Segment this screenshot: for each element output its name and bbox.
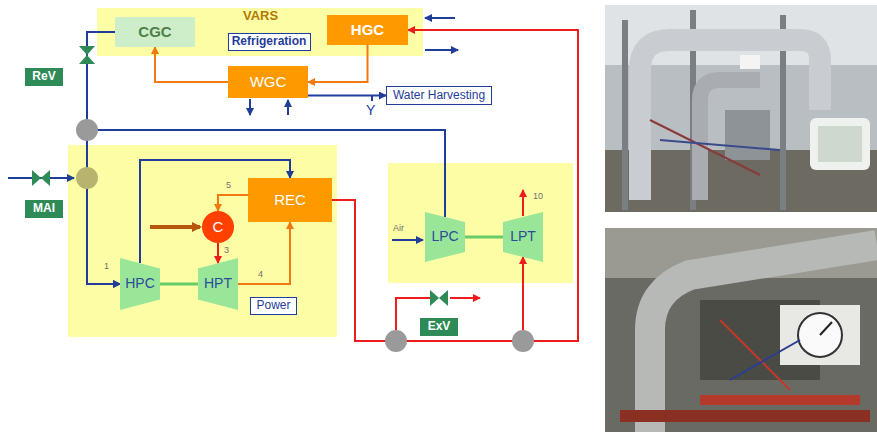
valve-tag: ExV xyxy=(420,318,458,336)
machine-outline xyxy=(425,212,465,262)
callout-number: 5 xyxy=(226,181,231,191)
callout-number: 1 xyxy=(104,262,109,272)
node-label: ReV xyxy=(32,70,55,83)
stream-label: Air xyxy=(393,224,404,234)
node-label: HGC xyxy=(351,22,384,39)
band-title: VARS xyxy=(243,9,278,23)
machine-outline xyxy=(120,258,160,310)
turbine-shape: HPT xyxy=(198,258,238,310)
function-tag: Power xyxy=(250,297,297,315)
node-label: Refrigeration xyxy=(232,35,307,48)
node-label: LPC xyxy=(431,229,458,244)
flow-connector xyxy=(160,283,198,286)
callout-number: 10 xyxy=(533,192,543,202)
compressor-shape: LPC xyxy=(425,212,465,262)
input-arrow xyxy=(425,17,455,19)
flow-connector xyxy=(308,45,368,82)
flow-connector xyxy=(218,195,248,211)
valve-tag: ReV xyxy=(25,68,63,86)
flow-connector xyxy=(308,95,386,97)
node-label: WGC xyxy=(250,74,287,91)
node-label: MAI xyxy=(33,202,55,215)
machine-outline xyxy=(198,258,238,310)
node-label: C xyxy=(213,219,224,236)
cold-gas-cooler: CGC xyxy=(115,17,195,47)
function-tag: Refrigeration xyxy=(228,33,311,51)
node-label: REC xyxy=(274,192,306,209)
mixer-circle xyxy=(76,119,98,141)
exhaust-arrow xyxy=(450,297,480,299)
node-label: CGC xyxy=(138,24,171,41)
mixer-circle xyxy=(76,167,98,189)
photo-bottom xyxy=(605,228,877,432)
valve-symbol xyxy=(430,290,448,306)
output-arrow xyxy=(249,99,251,115)
photo-top xyxy=(605,5,877,212)
flow-connector xyxy=(465,236,503,239)
valve-symbol xyxy=(79,46,95,64)
vars-band: VARS CGC Refrigeration HGC xyxy=(97,8,423,56)
stream-symbol: Y xyxy=(366,103,375,118)
splitter-circle xyxy=(512,330,534,352)
node-label: ExV xyxy=(428,320,451,333)
callout-number: 4 xyxy=(258,270,263,280)
input-arrow xyxy=(287,100,289,115)
valve-tag: MAI xyxy=(25,200,63,218)
turbine-shape: LPT xyxy=(503,212,543,262)
function-tag: Water Harvesting xyxy=(386,86,492,105)
fuel-arrow xyxy=(150,225,200,229)
flow-connector xyxy=(238,222,290,284)
node-label: HPT xyxy=(204,276,232,291)
vars-band xyxy=(97,8,423,56)
flow-connector xyxy=(87,32,120,284)
output-arrow xyxy=(425,49,458,51)
flow-connector xyxy=(332,200,523,341)
node-label: HPC xyxy=(125,276,155,291)
flow-connector xyxy=(332,30,578,341)
exhaust-arrow xyxy=(522,190,524,216)
node-label: LPT xyxy=(510,229,536,244)
water-gas-cooler: WGC xyxy=(228,66,308,98)
callout-number: 3 xyxy=(224,246,229,256)
node-label: Power xyxy=(256,299,290,312)
splitter-circle xyxy=(385,330,407,352)
valve-symbol xyxy=(32,170,50,186)
combustor-circle: C xyxy=(202,211,234,243)
power-band xyxy=(68,145,337,337)
bottoming-band xyxy=(388,163,573,283)
recuperator: REC xyxy=(248,178,332,222)
flow-connector xyxy=(217,243,219,263)
compressor-shape: HPC xyxy=(120,258,160,310)
machine-outline xyxy=(503,212,543,262)
hot-gas-cooler: HGC xyxy=(327,15,408,45)
air-inlet-arrow xyxy=(392,239,423,241)
flow-connector xyxy=(155,47,228,82)
flow-connector xyxy=(87,130,445,284)
node-label: Water Harvesting xyxy=(393,89,485,102)
